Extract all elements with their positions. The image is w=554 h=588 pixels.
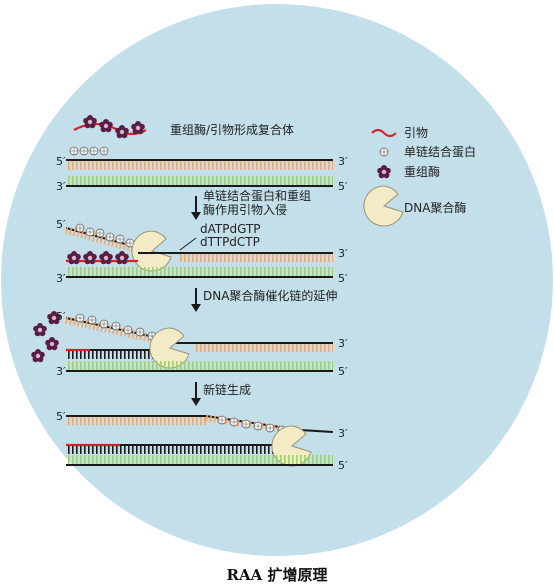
ssb-icon [105, 232, 115, 242]
stage-extension: 5′ 3′ 3′ 5′ [31, 310, 348, 378]
step1-arrowhead [191, 212, 201, 220]
three-prime-label: 3′ [338, 337, 348, 350]
dntp-label: dATPdGTP [200, 222, 261, 236]
ssb-icon [123, 325, 133, 335]
five-prime-label: 5′ [56, 310, 66, 323]
three-prime-label: 3′ [338, 427, 348, 440]
ssb-icon [75, 223, 85, 233]
ssb-icon [253, 421, 263, 431]
five-prime-label: 5′ [338, 180, 348, 193]
ssb-icon [265, 423, 275, 433]
bottom-bases [66, 455, 333, 464]
ssb-icon [229, 417, 239, 427]
three-prime-label: 3′ [338, 155, 348, 168]
ssb-icon [111, 321, 121, 331]
ssb-icon [241, 419, 251, 429]
ssb-icon [99, 319, 109, 329]
bottom-bases [66, 267, 333, 276]
step3-label: 新链生成 [203, 382, 251, 397]
step3-arrowhead [191, 398, 201, 406]
new-bases [66, 446, 282, 454]
ssb-icon [95, 228, 105, 238]
three-prime-label: 3′ [56, 365, 66, 378]
ssb-legend-icon [379, 147, 389, 157]
displaced-bases [64, 226, 142, 254]
complex-title: 重组酶/引物形成复合体 [170, 122, 294, 137]
five-prime-label: 5′ [56, 218, 66, 231]
top-bases [180, 254, 333, 262]
three-prime-label: 3′ [56, 180, 66, 193]
five-prime-label: 5′ [338, 459, 348, 472]
top-bases [66, 161, 333, 170]
step2-label: DNA聚合酶催化链的延伸 [203, 288, 337, 303]
five-prime-label: 5′ [338, 272, 348, 285]
step1-label: 酶作用引物入侵 [203, 202, 287, 217]
stage-new-strand: 5′ 3′ 5′ [56, 410, 348, 472]
five-prime-label: 5′ [56, 155, 66, 168]
primer-legend-icon [371, 128, 397, 138]
five-prime-label: 5′ [338, 365, 348, 378]
dntp-label: dTTPdCTP [200, 235, 260, 249]
top-bases [196, 344, 333, 352]
legend-recombinase-label: 重组酶 [404, 164, 440, 179]
five-prime-label: 5′ [56, 410, 66, 423]
displaced-bases [65, 316, 169, 346]
legend-primer-label: 引物 [404, 126, 428, 140]
ssb-icon [69, 146, 79, 156]
ssb-icon [115, 234, 125, 244]
ssb-icon [85, 227, 95, 237]
figure-caption: RAA 扩增原理 [226, 566, 328, 584]
background-circle [1, 4, 553, 556]
three-prime-label: 3′ [338, 247, 348, 260]
bottom-bases [66, 361, 333, 370]
ssb-icon [135, 327, 145, 337]
step2-arrowhead [191, 304, 201, 312]
stage-complex: 重组酶/引物形成复合体 5′ 3′ 3′ 5′ [56, 115, 348, 193]
step1-label: 单链结合蛋白和重组 [203, 188, 311, 203]
ssb-icon [79, 146, 89, 156]
ssb-icon [87, 315, 97, 325]
new-bases [66, 351, 158, 359]
ssb-icon [89, 146, 99, 156]
top-bases [66, 417, 206, 425]
ssb-icon [217, 415, 227, 425]
legend-ssb-label: 单链结合蛋白 [404, 144, 476, 159]
ssb-icon [99, 146, 109, 156]
bottom-bases [66, 176, 333, 185]
stage-invasion: 5′ dATPdGTP dTTPdCTP 3′ 3′ 5′ [56, 218, 348, 285]
dntp-pointer [179, 237, 197, 251]
legend: 引物 单链结合蛋白 重组酶 DNA聚合酶 [363, 126, 476, 227]
legend-polymerase-label: DNA聚合酶 [404, 200, 466, 215]
ssb-icon [75, 313, 85, 323]
three-prime-label: 3′ [56, 272, 66, 285]
